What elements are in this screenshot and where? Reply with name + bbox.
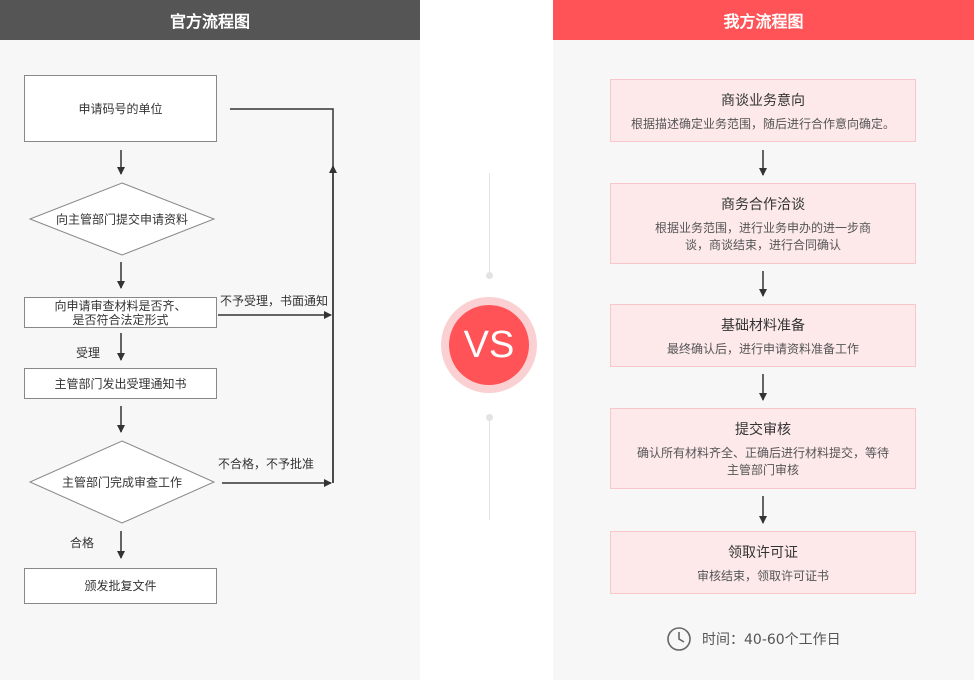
review-materials-line2: 是否符合法定形式	[72, 312, 169, 327]
our-flow-connectors	[759, 150, 767, 524]
card-business-negotiation: 商务合作洽谈 根据业务范围，进行业务申办的进一步商谈，商谈结束，进行合同确认	[610, 183, 916, 264]
apply-unit-box: 申请码号的单位	[24, 75, 217, 142]
vs-divider-top	[489, 173, 490, 275]
card-get-license: 领取许可证 审核结束，领取许可证书	[610, 531, 916, 594]
card-desc: 最终确认后，进行申请资料准备工作	[666, 342, 859, 356]
not-accepted-label: 不予受理，书面通知	[220, 294, 329, 308]
complete-review-diamond	[28, 440, 216, 524]
not-qualified-label: 不合格，不予批准	[218, 457, 315, 471]
qualified-label: 合格	[70, 536, 95, 550]
official-flow-connectors	[28, 108, 337, 559]
issue-approval-box: 颁发批复文件	[24, 568, 217, 604]
accepted-label: 受理	[76, 346, 101, 360]
card-submit-review: 提交审核 确认所有材料齐全、正确后进行材料提交，等待主管部门审核	[610, 408, 916, 489]
card-desc: 确认所有材料齐全、正确后进行材料提交，等待主管部门审核	[636, 446, 889, 477]
vs-divider-dot-bottom	[486, 414, 493, 421]
duration-row: 时间：40-60个工作日	[666, 626, 841, 652]
card-desc: 根据业务范围，进行业务申办的进一步商谈，商谈结束，进行合同确认	[654, 221, 871, 252]
card-business-intent: 商谈业务意向 根据描述确定业务范围，随后进行合作意向确定。	[610, 79, 916, 142]
card-title: 基础材料准备	[721, 318, 805, 334]
vs-divider-dot-top	[486, 272, 493, 279]
card-title: 商务合作洽谈	[721, 197, 805, 213]
issue-approval-text: 颁发批复文件	[84, 579, 157, 593]
vs-divider-bottom	[489, 418, 490, 520]
card-desc: 审核结束，领取许可证书	[696, 569, 829, 583]
card-material-prep: 基础材料准备 最终确认后，进行申请资料准备工作	[610, 304, 916, 367]
issue-notice-box: 主管部门发出受理通知书	[24, 368, 217, 399]
official-flow-header: 官方流程图	[0, 0, 420, 40]
card-title: 领取许可证	[728, 545, 798, 561]
review-materials-line1: 向申请审查材料是否齐、	[54, 298, 187, 313]
our-flow-header: 我方流程图	[553, 0, 974, 40]
submit-materials-diamond	[28, 182, 216, 256]
complete-review-text: 主管部门完成审查工作	[61, 475, 183, 490]
submit-materials-text: 向主管部门提交申请资料	[55, 212, 189, 227]
card-title: 提交审核	[735, 422, 791, 438]
clock-icon	[667, 627, 691, 651]
review-materials-box: 向申请审查材料是否齐、 是否符合法定形式	[24, 297, 217, 328]
duration-text: 时间：40-60个工作日	[702, 632, 841, 648]
vs-badge: VS	[449, 305, 529, 385]
apply-unit-text: 申请码号的单位	[78, 101, 163, 116]
issue-notice-text: 主管部门发出受理通知书	[54, 376, 187, 391]
card-title: 商谈业务意向	[721, 93, 805, 109]
card-desc: 根据描述确定业务范围，随后进行合作意向确定。	[631, 117, 896, 131]
